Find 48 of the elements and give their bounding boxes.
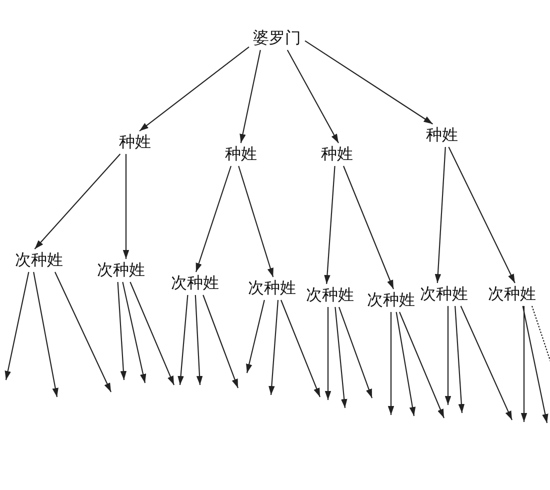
node-label: 婆罗门 [253, 30, 301, 46]
arrow [520, 306, 528, 422]
node-label: 次种姓 [488, 286, 536, 302]
arrow [434, 146, 446, 284]
arrow [444, 306, 452, 405]
node-label: 次种姓 [15, 252, 63, 268]
arrow [338, 306, 373, 398]
arrow [246, 300, 265, 374]
arrow [334, 306, 348, 408]
node-label: 次种姓 [420, 286, 468, 302]
arrow [34, 154, 121, 250]
node-label: 次种姓 [171, 275, 219, 291]
arrow [324, 166, 336, 284]
arrow [460, 306, 512, 420]
arrow [178, 294, 188, 386]
arrow [122, 154, 130, 259]
arrow [522, 306, 548, 424]
arrow [33, 272, 58, 398]
arrow [54, 272, 112, 392]
node-label: 次种姓 [97, 262, 145, 278]
arrow [343, 166, 394, 290]
arrow [454, 306, 465, 414]
node-label: 种姓 [225, 146, 257, 162]
arrow [195, 166, 232, 272]
arrow [194, 294, 203, 386]
node-label: 种姓 [119, 134, 151, 150]
arrow [240, 50, 261, 144]
node-label: 种姓 [321, 146, 353, 162]
arrow [324, 307, 332, 400]
arrow [139, 46, 250, 132]
arrow [286, 50, 339, 144]
arrow [268, 300, 279, 396]
arrow [396, 312, 416, 416]
arrow [130, 282, 174, 386]
arrow [388, 312, 394, 415]
node-label: 种姓 [426, 127, 458, 143]
node-label: 次种姓 [367, 292, 415, 308]
arrow [280, 300, 321, 398]
arrow [202, 294, 239, 388]
arrow [399, 312, 444, 418]
node-label: 次种姓 [306, 287, 354, 303]
arrow [122, 282, 146, 384]
arrow [4, 272, 30, 380]
arrow [448, 146, 516, 284]
arrow [117, 282, 127, 380]
arrow [304, 40, 433, 124]
node-label: 次种姓 [248, 280, 296, 296]
arrow [238, 166, 274, 278]
